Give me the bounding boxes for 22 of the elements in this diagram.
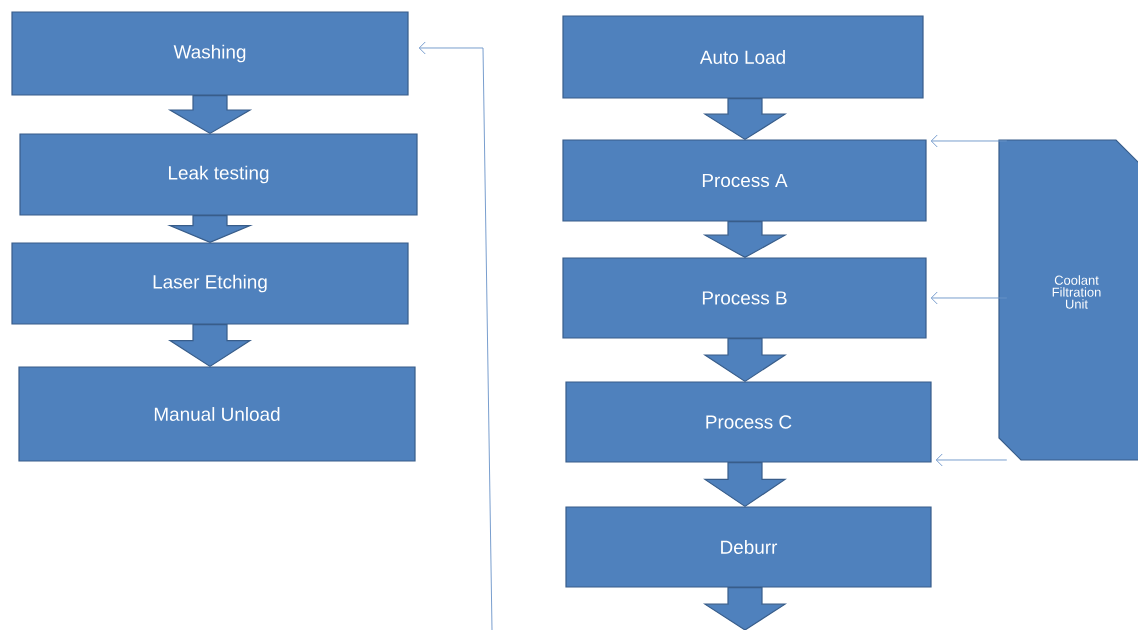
process-box: Process A bbox=[562, 139, 927, 222]
block-arrow bbox=[702, 587, 788, 630]
process-box: Washing bbox=[11, 11, 409, 96]
block-arrow bbox=[703, 338, 787, 383]
process-box: Manual Unload bbox=[18, 366, 416, 462]
arrow bbox=[935, 453, 1008, 467]
block-arrow bbox=[167, 324, 253, 368]
arrow bbox=[930, 291, 1008, 305]
process-box: Deburr bbox=[565, 506, 932, 588]
block-arrow bbox=[702, 221, 788, 259]
block-arrow bbox=[703, 462, 787, 508]
process-box: Leak testing bbox=[19, 133, 418, 216]
block-arrow bbox=[167, 215, 253, 244]
arrow bbox=[418, 41, 493, 630]
process-box: Laser Etching bbox=[11, 242, 409, 325]
block-arrow bbox=[167, 95, 253, 135]
arrow bbox=[930, 134, 1008, 148]
process-box: Auto Load bbox=[562, 15, 924, 99]
block-arrow bbox=[702, 98, 788, 141]
unit-block: Coolant Filtration Unit bbox=[998, 139, 1138, 461]
process-box: Process C bbox=[565, 381, 932, 463]
process-box: Process B bbox=[562, 257, 927, 339]
